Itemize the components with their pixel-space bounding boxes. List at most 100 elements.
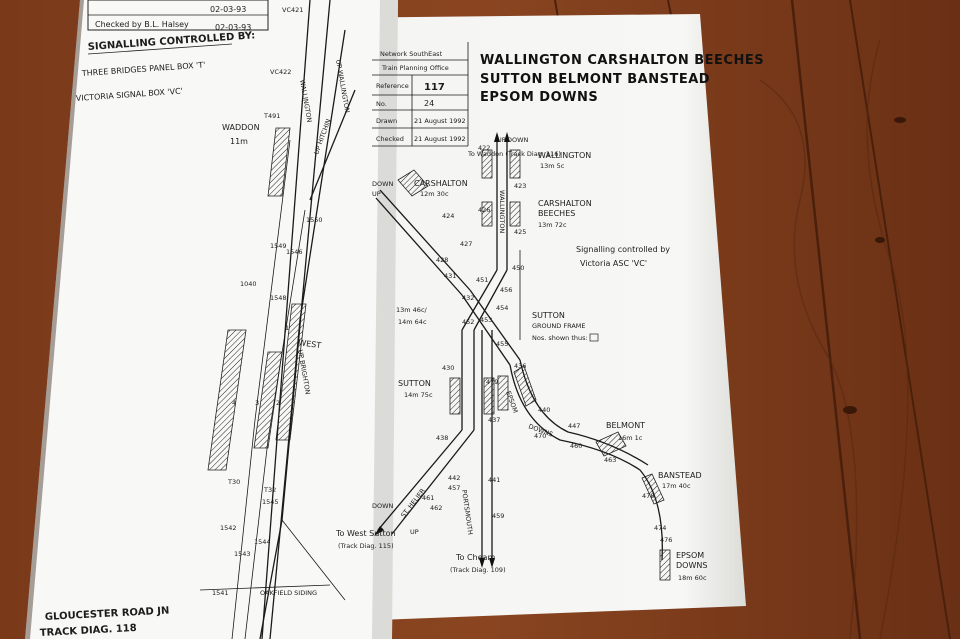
- to-west-sutton-label: To West Sutton: [335, 529, 396, 538]
- down-label: DOWN: [372, 502, 394, 510]
- check-date-2: 02-03-93: [215, 23, 251, 32]
- svg-text:1546: 1546: [286, 248, 303, 256]
- svg-text:SUTTON BELMONT BANSTEAD: SUTTON BELMONT BANSTEAD: [480, 72, 710, 87]
- drawn-date: 21 August 1992: [414, 117, 466, 125]
- svg-text:447: 447: [568, 422, 580, 430]
- platforms: [397, 149, 671, 581]
- svg-text:426: 426: [478, 206, 490, 214]
- signal-numbers: 422 423 426 425 424 427 428 431 432 436 …: [422, 144, 672, 544]
- wallington-mileage: 13m 5c: [540, 162, 565, 170]
- diagram-title: WALLINGTON CARSHALTON BEECHES SUTTON BEL…: [480, 53, 764, 105]
- svg-text:VC421: VC421: [282, 6, 303, 14]
- svg-text:442: 442: [448, 474, 460, 482]
- to-waddon-label: To Waddon (Track Diag. 116): [467, 150, 561, 158]
- svg-text:1544: 1544: [254, 538, 271, 546]
- sutton-ground-frame-2: GROUND FRAME: [532, 322, 586, 330]
- svg-text:1550: 1550: [306, 216, 323, 224]
- svg-text:4: 4: [232, 399, 236, 407]
- svg-text:2: 2: [276, 399, 280, 407]
- svg-text:424: 424: [442, 212, 454, 220]
- svg-text:425: 425: [514, 228, 526, 236]
- svg-text:430: 430: [442, 364, 454, 372]
- sutton-ground-frame-3: Nos. shown thus:: [532, 334, 588, 342]
- svg-text:423: 423: [514, 182, 526, 190]
- sutton-mileage: 14m 75c: [404, 391, 433, 399]
- svg-text:3: 3: [255, 399, 259, 407]
- carshalton-up-label: UP: [372, 190, 381, 198]
- junction-mileage-1: 13m 46c/: [396, 306, 428, 314]
- svg-text:431: 431: [444, 272, 456, 280]
- oakfield-label: OAKFIELD SIDING: [260, 589, 317, 597]
- svg-text:T30: T30: [227, 478, 240, 486]
- svg-text:455: 455: [496, 340, 508, 348]
- to-cheam-label: To Cheam: [455, 553, 495, 562]
- svg-text:451: 451: [476, 276, 488, 284]
- up-label: UP: [410, 528, 419, 536]
- header-box: Network SouthEast Train Planning Office …: [372, 42, 469, 147]
- svg-text:441: 441: [488, 476, 500, 484]
- svg-text:463: 463: [604, 456, 616, 464]
- org-name: Network SouthEast: [380, 50, 443, 58]
- svg-text:428: 428: [436, 256, 448, 264]
- svg-text:427: 427: [460, 240, 472, 248]
- checked-date: 21 August 1992: [414, 135, 466, 143]
- sutton-ground-frame-1: SUTTON: [532, 311, 565, 320]
- svg-text:476: 476: [660, 536, 672, 544]
- reference-label: Reference: [376, 82, 409, 90]
- svg-text:438: 438: [436, 434, 448, 442]
- west-label: WEST: [298, 338, 322, 350]
- svg-text:470: 470: [534, 432, 546, 440]
- wallington-line: WALLINGTON: [498, 190, 506, 233]
- svg-text:1545: 1545: [262, 498, 279, 506]
- svg-text:459: 459: [492, 512, 504, 520]
- wallington-station: WALLINGTON: [538, 151, 591, 160]
- epsom-downs-mileage: 18m 60c: [678, 574, 707, 582]
- svg-text:1: 1: [285, 324, 289, 332]
- carshalton-station: CARSHALTON: [414, 179, 468, 188]
- wallington-down-label: DOWN: [507, 136, 529, 144]
- svg-text:1543: 1543: [234, 550, 251, 558]
- page-edge-shadow: [25, 0, 84, 639]
- svg-text:1541: 1541: [212, 589, 229, 597]
- belmont-station: BELMONT: [606, 421, 645, 430]
- svg-text:432: 432: [462, 294, 474, 302]
- number-label: No.: [376, 100, 387, 108]
- svg-text:461: 461: [422, 494, 434, 502]
- svg-text:462: 462: [430, 504, 442, 512]
- drawn-label: Drawn: [376, 117, 397, 125]
- svg-text:453: 453: [480, 316, 492, 324]
- carshalton-beeches-station: CARSHALTON: [538, 199, 592, 208]
- banstead-station: BANSTEAD: [658, 471, 702, 480]
- to-cheam-diag: (Track Diag. 109): [450, 566, 506, 574]
- book-spine: [372, 0, 398, 639]
- svg-text:EPSOM DOWNS: EPSOM DOWNS: [480, 90, 598, 105]
- svg-text:1040: 1040: [240, 280, 257, 288]
- svg-text:478: 478: [642, 492, 654, 500]
- svg-text:454: 454: [496, 304, 508, 312]
- left-signals: VC421 VC422 T491 1550 1549 1546 1548 T30…: [212, 6, 323, 597]
- svg-text:437: 437: [488, 416, 500, 424]
- check-date-1: 02-03-93: [210, 5, 246, 14]
- carshalton-down-label: DOWN: [372, 180, 394, 188]
- number-value: 24: [424, 99, 434, 108]
- epsom-downs-station-1: EPSOM: [676, 551, 704, 560]
- svg-text:479: 479: [486, 378, 498, 386]
- svg-text:1549: 1549: [270, 242, 287, 250]
- carshalton-beeches-mileage: 13m 72c: [538, 221, 567, 229]
- banstead-mileage: 17m 40c: [662, 482, 691, 490]
- svg-text:440: 440: [538, 406, 550, 414]
- svg-text:1548: 1548: [270, 294, 287, 302]
- to-west-sutton-diag: (Track Diag. 115): [338, 542, 394, 550]
- belmont-mileage: 16m 1c: [618, 434, 643, 442]
- svg-text:VC422: VC422: [270, 68, 291, 76]
- svg-text:T32: T32: [263, 486, 276, 494]
- svg-text:436: 436: [514, 362, 526, 370]
- svg-text:456: 456: [500, 286, 512, 294]
- svg-text:460: 460: [570, 442, 582, 450]
- signalling-note-1: Signalling controlled by: [576, 245, 670, 254]
- svg-text:452: 452: [462, 318, 474, 326]
- svg-text:474: 474: [654, 524, 666, 532]
- wallington-up-label: UP: [497, 136, 506, 144]
- left-page: [25, 0, 398, 639]
